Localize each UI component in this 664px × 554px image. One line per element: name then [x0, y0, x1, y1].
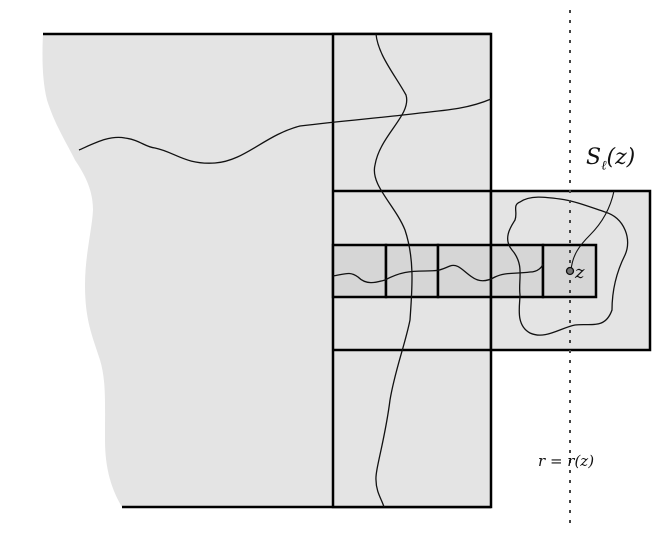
- set-label: Sℓ(z): [586, 145, 635, 173]
- point-z-marker: [565, 266, 575, 276]
- left-region: [42, 34, 334, 507]
- label-leader-line: [570, 190, 615, 272]
- loop-curve: [507, 196, 629, 336]
- strip-curve: [332, 263, 544, 284]
- vertical-curve: [373, 33, 413, 508]
- set-label-sub: ℓ: [601, 158, 607, 174]
- set-label-arg: (z): [606, 145, 636, 170]
- point-label: z: [575, 262, 585, 283]
- set-label-main: S: [586, 145, 602, 170]
- upper-horizontal-curve: [78, 98, 492, 164]
- line-label: r = r(z): [538, 452, 595, 470]
